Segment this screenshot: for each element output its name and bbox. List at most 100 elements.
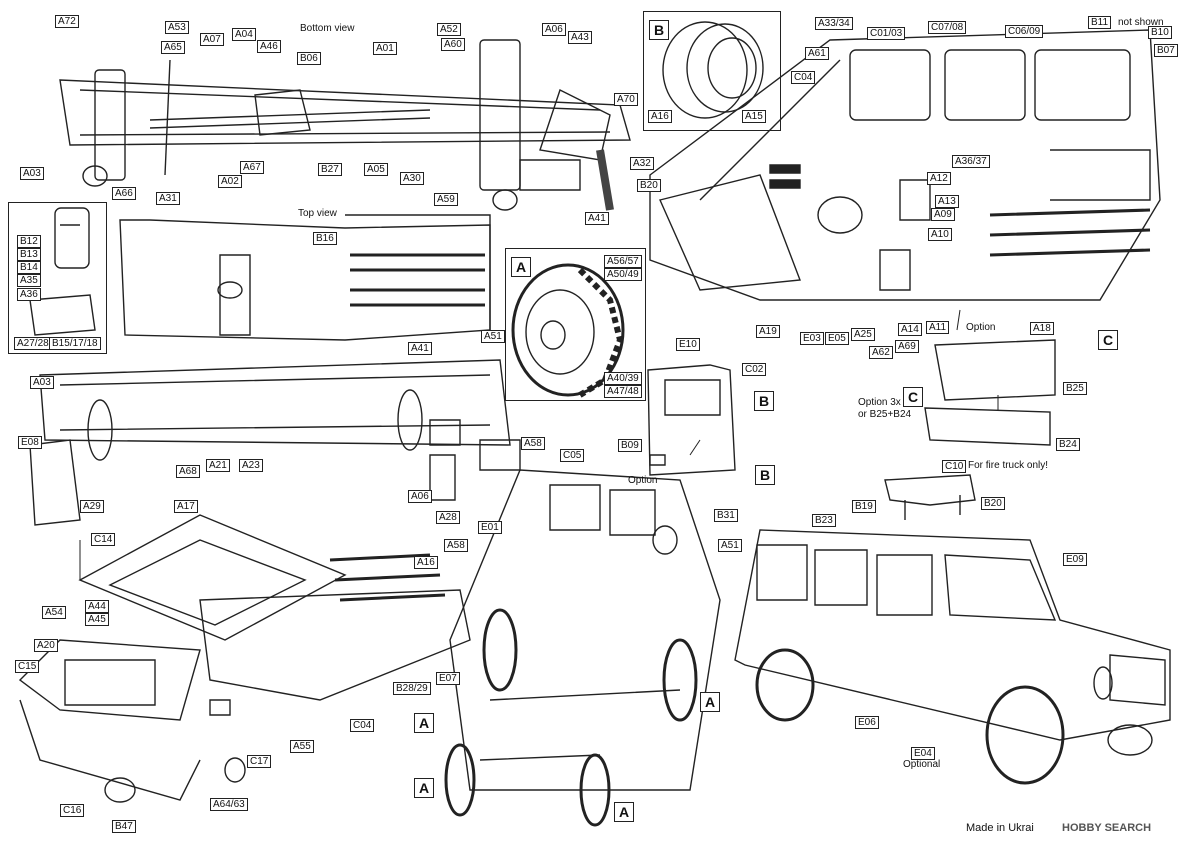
part-label: A46	[257, 40, 281, 53]
part-label: E09	[1063, 553, 1087, 566]
part-label: A06	[408, 490, 432, 503]
option-caption-c: Option	[966, 322, 996, 333]
wheel-drawing	[513, 265, 623, 395]
part-label: B10	[1148, 26, 1172, 39]
part-label: A12	[927, 172, 951, 185]
hood-engine-drawing	[20, 515, 470, 802]
bottom-view-chassis	[60, 40, 630, 210]
inset-marker-a-panel: A	[511, 257, 531, 277]
part-label: B23	[812, 514, 836, 527]
part-label: A03	[30, 376, 54, 389]
part-label: A51	[718, 539, 742, 552]
part-label: A23	[239, 459, 263, 472]
part-label: A27/28	[14, 337, 52, 350]
part-label: A65	[161, 41, 185, 54]
part-label: A66	[112, 187, 136, 200]
part-label: B14	[17, 261, 41, 274]
part-label: E08	[18, 436, 42, 449]
part-label: A68	[176, 465, 200, 478]
part-label: A16	[414, 556, 438, 569]
part-label: A20	[34, 639, 58, 652]
part-label: A36/37	[952, 155, 990, 168]
part-label: A41	[585, 212, 609, 225]
part-label: A11	[926, 321, 950, 334]
part-label: A56/57	[604, 255, 642, 268]
part-label: A36	[17, 288, 41, 301]
part-label: A30	[400, 172, 424, 185]
part-label: A21	[206, 459, 230, 472]
part-label: B27	[318, 163, 342, 176]
part-label: A72	[55, 15, 79, 28]
part-label: A14	[898, 323, 922, 336]
part-label: A28	[436, 511, 460, 524]
part-label: C16	[60, 804, 85, 817]
part-label: A02	[218, 175, 242, 188]
part-label: B16	[313, 232, 337, 245]
part-label: C04	[350, 719, 375, 732]
inset-marker-a-under-right: A	[700, 692, 720, 712]
part-label: A61	[805, 47, 829, 60]
not-shown-caption: not shown	[1118, 17, 1164, 28]
part-label: A41	[408, 342, 432, 355]
part-label: C04	[791, 71, 816, 84]
part-label: B24	[1056, 438, 1080, 451]
part-label: E06	[855, 716, 879, 729]
part-label: A51	[481, 330, 505, 343]
part-label: E04	[911, 747, 935, 760]
inset-marker-a-rear-right: A	[614, 802, 634, 822]
part-label: B47	[112, 820, 136, 833]
top-view-floor	[30, 215, 520, 525]
made-in-footer: Made in Ukrai	[966, 822, 1034, 834]
inset-marker-a-under-left: A	[414, 713, 434, 733]
option-3x-caption: Option 3x	[858, 397, 901, 408]
part-label: A18	[1030, 322, 1054, 335]
top-view-caption: Top view	[298, 208, 337, 219]
inset-marker-b-panel: B	[649, 20, 669, 40]
arrows	[80, 310, 998, 580]
interior-cab-drawing	[650, 30, 1160, 300]
wheel-rim-drawing	[663, 22, 763, 118]
part-label: A10	[928, 228, 952, 241]
part-label: E05	[825, 332, 849, 345]
part-label: C15	[15, 660, 40, 673]
part-label: B19	[852, 500, 876, 513]
part-label: B12	[17, 235, 41, 248]
part-label: B15/17/18	[49, 337, 101, 350]
part-label: A04	[232, 28, 256, 41]
part-label: A15	[742, 110, 766, 123]
part-label: A59	[434, 193, 458, 206]
part-label: A43	[568, 31, 592, 44]
part-label: B20	[637, 179, 661, 192]
part-label: A58	[521, 437, 545, 450]
part-label: B09	[618, 439, 642, 452]
part-label: B25	[1063, 382, 1087, 395]
optional-caption: Optional	[903, 759, 941, 770]
part-label: B31	[714, 509, 738, 522]
door-drawing	[648, 365, 735, 475]
inset-marker-a-rear-left: A	[414, 778, 434, 798]
inset-marker-c-cab: C	[1098, 330, 1118, 350]
part-label: E01	[478, 521, 502, 534]
part-label: C14	[91, 533, 116, 546]
part-label: A47/48	[604, 385, 642, 398]
part-label: C17	[247, 755, 272, 768]
part-label: A25	[851, 328, 875, 341]
option-caption-b: Option	[628, 475, 658, 486]
part-label: A29	[80, 500, 104, 513]
finished-vehicle-drawing	[735, 475, 1170, 783]
part-label: C07/08	[928, 21, 967, 34]
part-label: B11	[1088, 16, 1112, 29]
part-label: A17	[174, 500, 198, 513]
inset-marker-b-door: B	[754, 391, 774, 411]
part-label: B07	[1154, 44, 1178, 57]
part-label: C10	[942, 460, 967, 473]
part-label: A31	[156, 192, 180, 205]
part-label: A06	[542, 23, 566, 36]
part-label: A13	[935, 195, 959, 208]
part-label: B06	[297, 52, 321, 65]
part-label: A05	[364, 163, 388, 176]
bottom-view-caption: Bottom view	[300, 23, 355, 34]
inset-marker-c-option: C	[903, 387, 923, 407]
option-panel-drawing	[925, 340, 1055, 445]
